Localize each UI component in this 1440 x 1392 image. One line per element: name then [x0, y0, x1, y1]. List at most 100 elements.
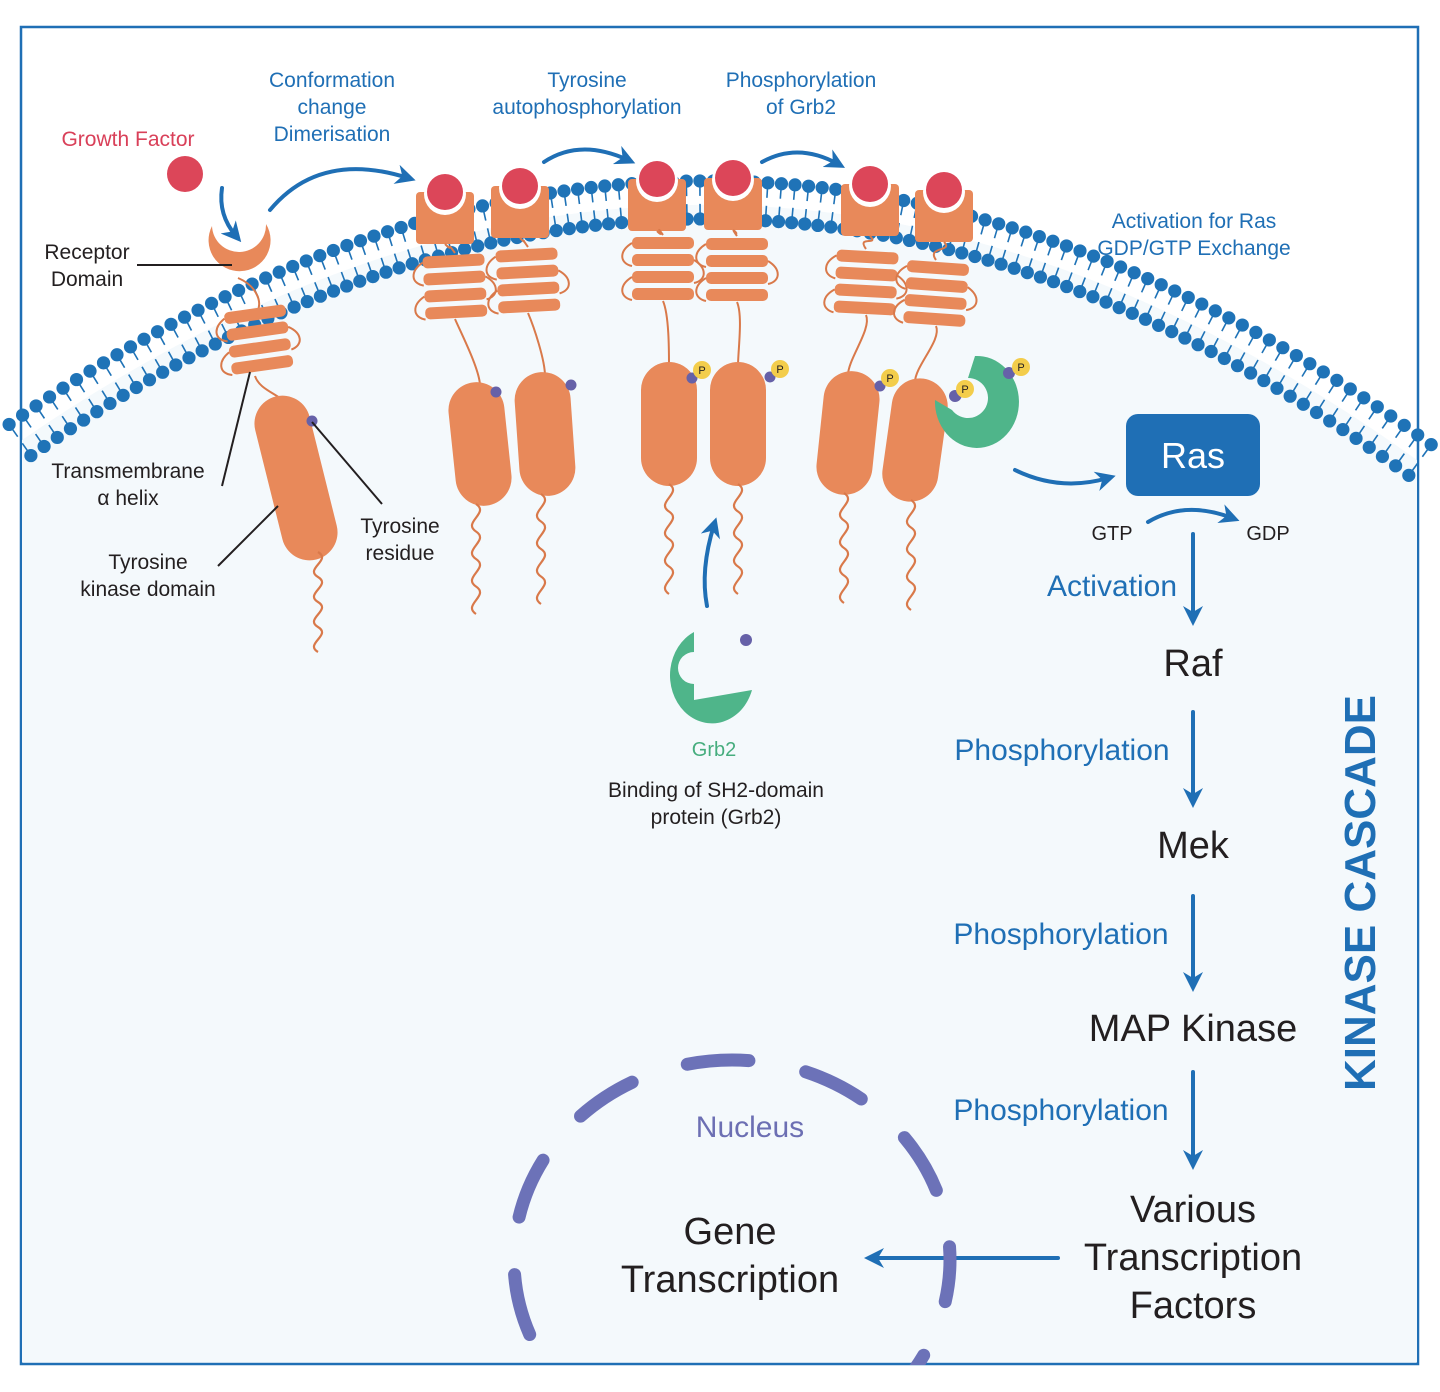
- transcription-factors-line-3: Factors: [1130, 1285, 1257, 1327]
- tyrosine-kinase-domain: [710, 362, 766, 486]
- growth-factor-ligand: [427, 174, 463, 210]
- phospholipid-head: [1046, 234, 1060, 248]
- phospholipid-head: [1316, 365, 1330, 379]
- phospholipid-head: [204, 296, 219, 310]
- phospholipid-head: [1060, 279, 1074, 294]
- phospholipid-head: [771, 215, 786, 229]
- phospho-marker: [771, 360, 789, 378]
- phospholipid-head: [1303, 357, 1317, 371]
- raf-label: Raf: [1163, 643, 1223, 685]
- phospholipid-head: [142, 373, 157, 387]
- phospholipid-head: [103, 396, 117, 411]
- phospholipid-head: [1411, 428, 1425, 442]
- grb2-phosphorylation-line-2: of Grb2: [766, 96, 836, 119]
- c-terminal-tail: [838, 492, 850, 604]
- phospholipid-head: [405, 257, 419, 271]
- phospholipid-head: [90, 405, 104, 419]
- phospholipid-head: [955, 246, 969, 260]
- ras-activation-arrow: [1013, 468, 1116, 491]
- c-terminal-tail: [663, 483, 675, 595]
- phospholipid-head: [156, 365, 170, 379]
- grb2-phosphorylation-line-1: Phosphorylation: [726, 69, 877, 92]
- phospholipid-head: [1375, 449, 1390, 464]
- phospholipid-head: [1235, 318, 1249, 332]
- transcription-factors-line-1: Various: [1130, 1189, 1256, 1231]
- phospholipid-head: [942, 242, 956, 257]
- sh2-binding-line-1: Binding of SH2-domain: [608, 779, 824, 802]
- phospholipid-head: [326, 243, 340, 258]
- phospholipid-head: [1086, 249, 1101, 263]
- phospholipid-head: [116, 388, 130, 402]
- phospholipid-head: [232, 283, 246, 297]
- phospholipid-head: [1191, 338, 1205, 352]
- phospholipid-head: [458, 242, 472, 256]
- kinase-domain-line-1: Tyrosine: [108, 551, 187, 574]
- tyrosine-residue-line-1: Tyrosine: [360, 515, 439, 538]
- tyrosine-kinase-domain: [816, 371, 880, 495]
- phospholipid-head: [1309, 405, 1324, 420]
- receptor-tyrosine-kinase: P: [816, 165, 908, 604]
- phospholipid-head: [557, 184, 571, 198]
- phospholipid-head: [1276, 341, 1290, 355]
- transmembrane-helix: [621, 237, 705, 301]
- receptor-tyrosine-kinase: [412, 173, 512, 615]
- phospholipid-head: [475, 199, 490, 213]
- tyrosine-kinase-domain: [882, 378, 948, 502]
- gdp-label: GDP: [1246, 523, 1289, 545]
- phospholipid-head: [340, 279, 354, 293]
- phospholipid-head: [208, 337, 222, 351]
- phospholipid-head: [56, 381, 70, 395]
- transmembrane-line-1: Transmembrane: [51, 460, 204, 483]
- nucleus: [507, 1053, 957, 1365]
- phospholipid-head: [353, 274, 367, 288]
- growth-factor-ligand: [502, 168, 538, 204]
- phospholipid-head: [1362, 440, 1376, 454]
- phospholipid-head: [37, 439, 51, 454]
- phospho-marker: [956, 380, 974, 398]
- phospholipid-head: [1257, 373, 1271, 388]
- grb2-tyrosine-dot: [740, 634, 752, 646]
- growth-factor-ligand: [926, 172, 962, 208]
- phospholipid-head: [1112, 301, 1126, 315]
- phospholipid-head: [272, 265, 286, 279]
- phospholipid-head: [169, 358, 183, 372]
- cell-membrane: [2, 174, 1438, 482]
- growth-factor-ligand: [852, 166, 888, 202]
- ras-exchange-line-2: GDP/GTP Exchange: [1097, 237, 1290, 260]
- phospholipid-head: [484, 236, 498, 250]
- phospholipid-head: [758, 214, 773, 228]
- phospholipid-head: [611, 178, 625, 192]
- phospholipid-head: [774, 177, 789, 191]
- tyrosine-residue: [565, 379, 577, 391]
- gtp-gdp-arrow: [1146, 504, 1240, 524]
- transmembrane-helix: [823, 249, 908, 316]
- phospho-marker-label: P: [886, 373, 893, 385]
- phospholipid-head: [300, 294, 314, 309]
- phospholipid-head: [1389, 459, 1403, 473]
- phospholipid-head: [286, 259, 300, 274]
- receptor-tyrosine-kinase: [485, 167, 577, 605]
- phospholipid-head: [1249, 325, 1263, 340]
- phospholipid-head: [379, 265, 393, 279]
- phospholipid-head: [992, 217, 1006, 231]
- receptor-domain: [208, 224, 271, 272]
- phospholipid-head: [1127, 266, 1141, 280]
- phospholipid-head: [994, 257, 1008, 271]
- phospholipid-head: [1099, 295, 1113, 309]
- phospholipid-head: [1114, 260, 1128, 274]
- phospholipid-head: [182, 351, 196, 365]
- phospholipid-head: [811, 218, 825, 233]
- phospholipid-head: [1165, 325, 1179, 339]
- phospholipid-head: [829, 182, 843, 196]
- autophosphorylation-arrow: [542, 145, 636, 165]
- figure-frame: [19, 25, 1420, 1366]
- phospholipid-head: [380, 225, 395, 239]
- phospholipid-head: [1230, 359, 1245, 373]
- phospholipid-head: [42, 390, 57, 404]
- phospholipid-head: [2, 417, 16, 432]
- phospholipid-head: [150, 325, 165, 339]
- phospho-marker: [881, 369, 899, 387]
- phospholipid-head: [1296, 397, 1310, 411]
- phospholipid-head: [137, 332, 151, 346]
